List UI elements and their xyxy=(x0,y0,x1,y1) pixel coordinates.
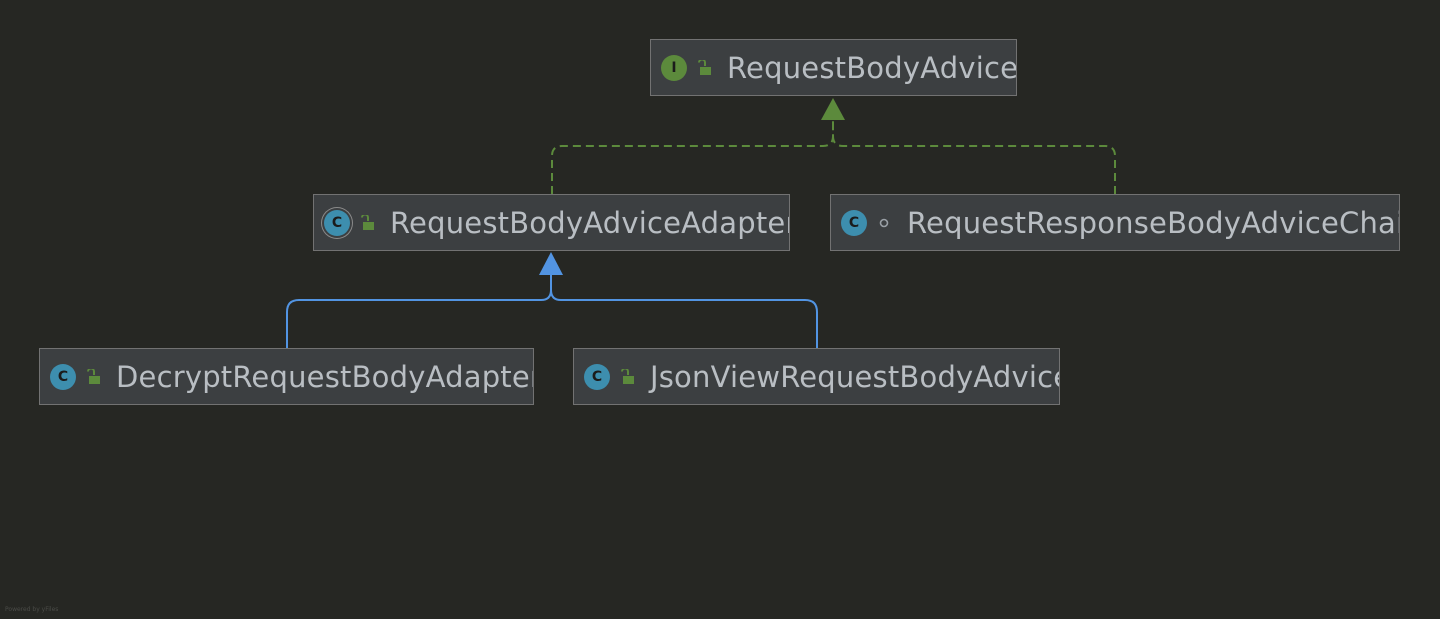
node-json-view-request-body-advice[interactable]: C JsonViewRequestBodyAdvice xyxy=(573,348,1060,405)
edge-extends-jsonview xyxy=(550,274,818,348)
edge-extends-decrypt xyxy=(286,274,552,348)
node-label: RequestBodyAdvice xyxy=(727,50,1017,85)
edge-implements-adapter xyxy=(551,119,834,194)
node-request-body-advice[interactable]: I RequestBodyAdvice xyxy=(650,39,1017,96)
public-lock-icon xyxy=(693,57,715,79)
arrowhead-extends xyxy=(539,252,563,275)
node-label: RequestResponseBodyAdviceChain xyxy=(907,205,1400,240)
node-label: RequestBodyAdviceAdapter xyxy=(390,205,790,240)
node-label: JsonViewRequestBodyAdvice xyxy=(650,359,1060,394)
node-request-response-body-advice-chain[interactable]: C RequestResponseBodyAdviceChain xyxy=(830,194,1400,251)
abstract-class-icon: C xyxy=(324,209,350,236)
package-private-dot-icon xyxy=(873,212,895,234)
public-lock-icon xyxy=(616,366,638,388)
class-icon: C xyxy=(841,209,867,236)
class-icon: C xyxy=(584,363,610,390)
edge-implements-chain xyxy=(832,119,1116,194)
node-label: DecryptRequestBodyAdapter xyxy=(116,359,534,394)
public-lock-icon xyxy=(82,366,104,388)
watermark: Powered by yFiles xyxy=(5,606,59,613)
public-lock-icon xyxy=(356,212,378,234)
node-decrypt-request-body-adapter[interactable]: C DecryptRequestBodyAdapter xyxy=(39,348,534,405)
interface-icon: I xyxy=(661,54,687,81)
class-icon: C xyxy=(50,363,76,390)
node-request-body-advice-adapter[interactable]: C RequestBodyAdviceAdapter xyxy=(313,194,790,251)
arrowhead-implements xyxy=(821,98,845,120)
